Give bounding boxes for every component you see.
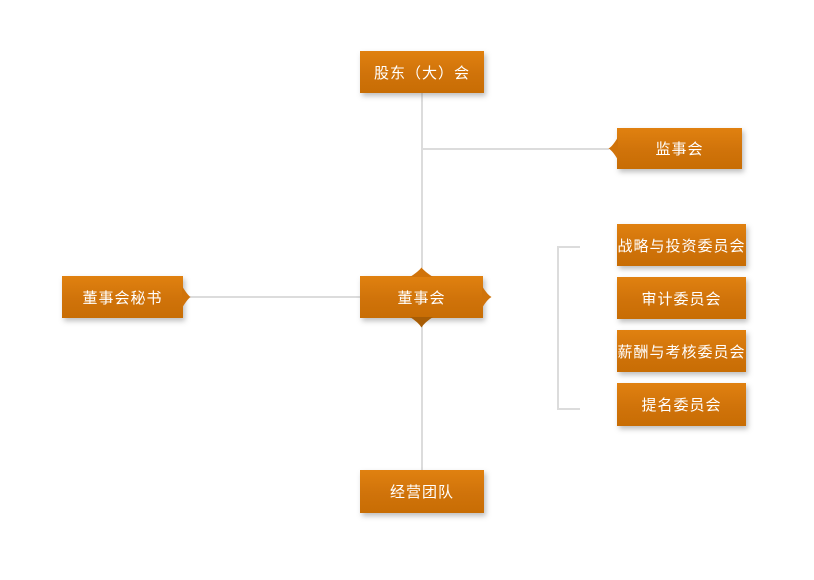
committees-bracket [557,246,580,410]
node-label: 经营团队 [389,484,454,501]
node-label: 董事会秘书 [82,289,163,307]
board-right-pointer-icon [482,286,492,308]
node-label: 董事会 [397,289,446,307]
node-board-secretary[interactable]: 董事会秘书 [62,276,183,318]
node-shareholders-meeting[interactable]: 股东（大）会 [360,51,484,93]
node-compensation-appraisal-committee[interactable]: 薪酬与考核委员会 [617,330,746,372]
node-board-of-directors[interactable]: 董事会 [360,276,483,318]
node-label: 提名委员会 [641,397,722,414]
node-management-team[interactable]: 经营团队 [360,470,484,513]
node-label: 股东（大）会 [373,64,470,82]
board-bottom-pointer-icon [410,317,433,328]
node-supervisory-board[interactable]: 监事会 [617,128,742,169]
node-nomination-committee[interactable]: 提名委员会 [617,383,746,426]
node-label: 战略与投资委员会 [617,237,746,255]
node-audit-committee[interactable]: 审计委员会 [617,277,746,319]
node-label: 薪酬与考核委员会 [617,343,746,361]
node-label: 审计委员会 [641,290,722,308]
node-label: 监事会 [655,141,704,158]
secretary-right-pointer-icon [182,286,191,308]
node-strategy-investment-committee[interactable]: 战略与投资委员会 [617,224,746,266]
